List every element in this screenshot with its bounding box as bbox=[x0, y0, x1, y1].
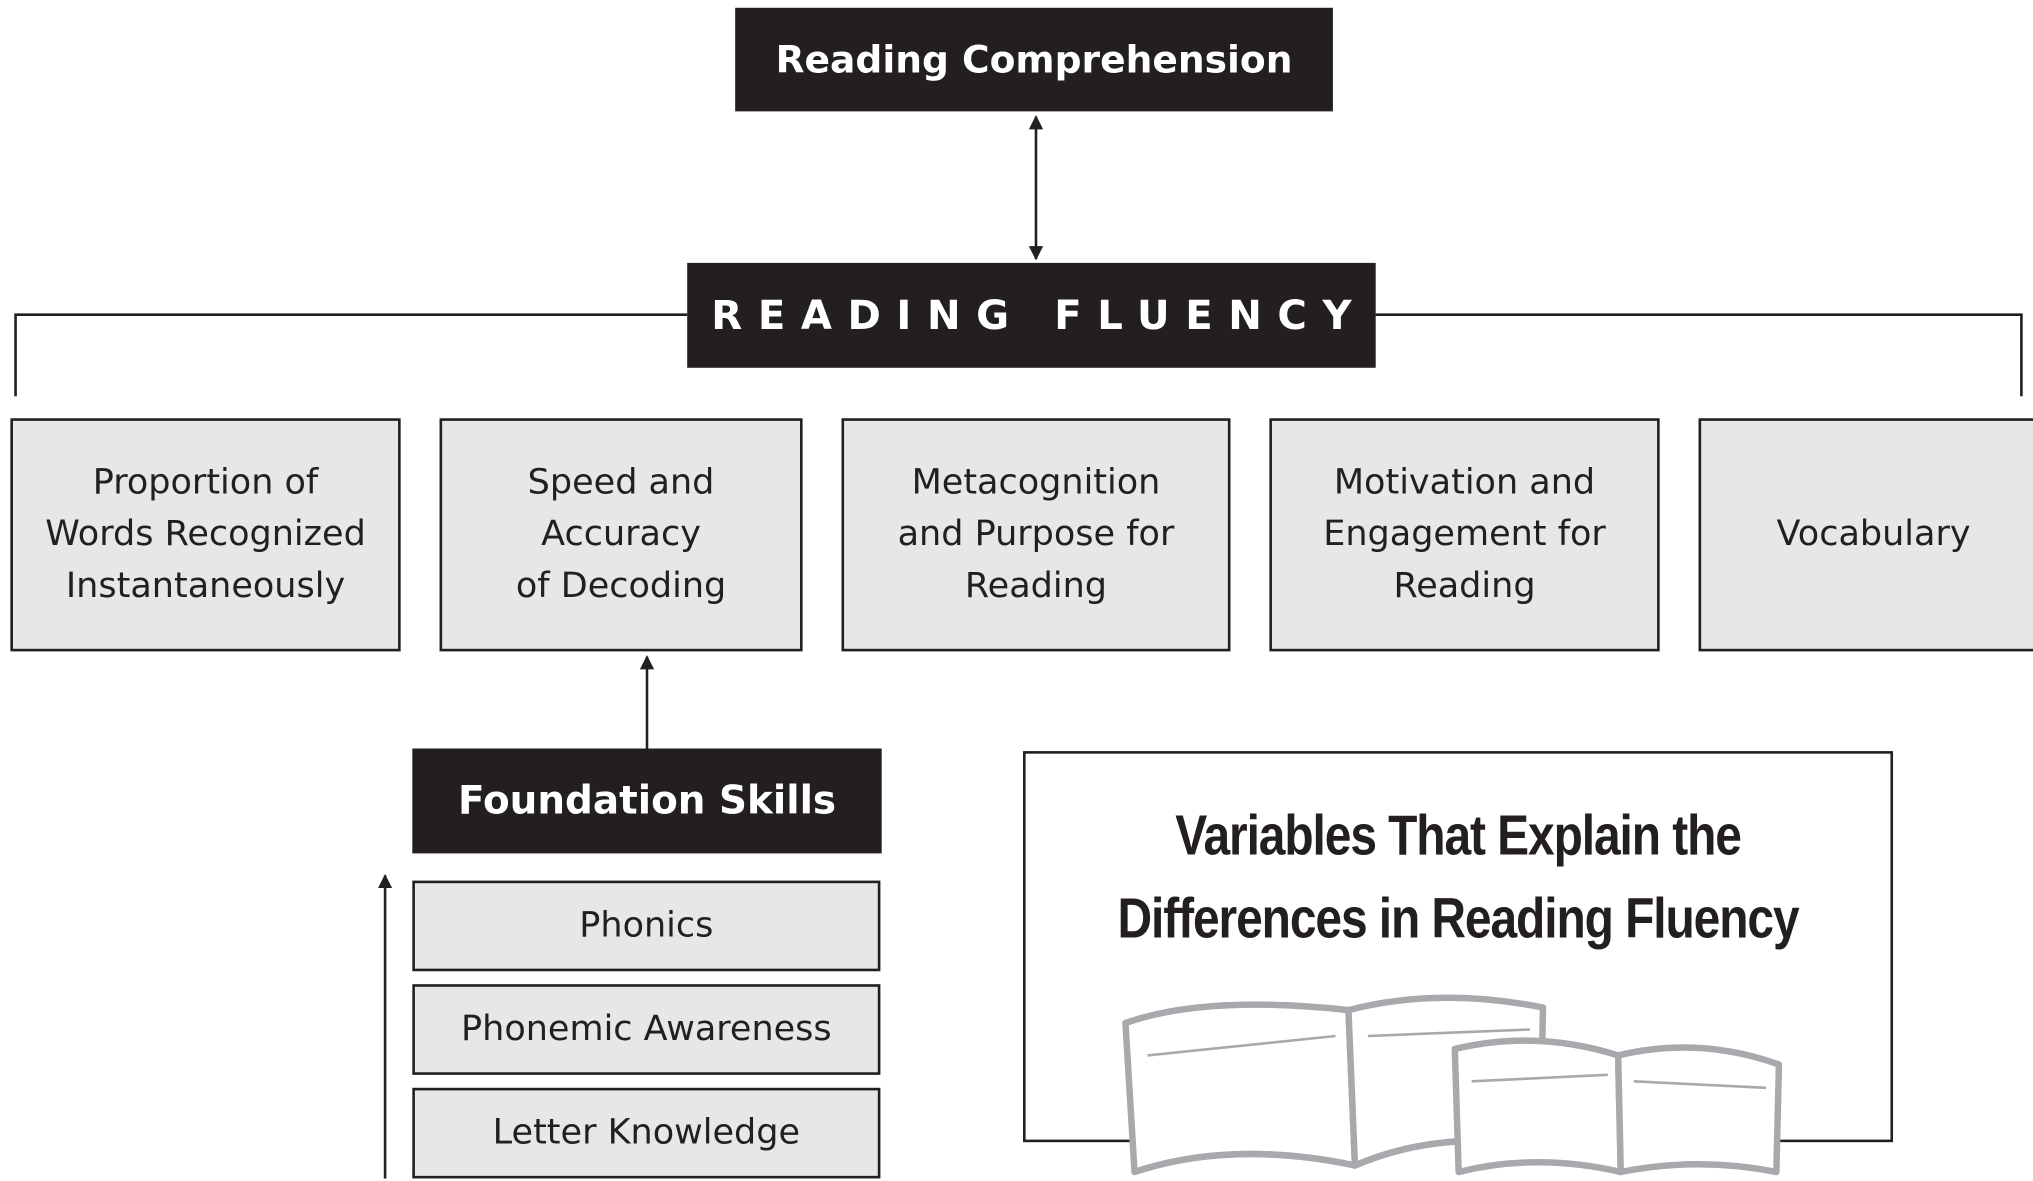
foundation-skills-label: Foundation Skills bbox=[457, 778, 837, 824]
title-box: Variables That Explain the Differences i… bbox=[1023, 751, 1894, 1143]
variable-box-vocabulary: Vocabulary bbox=[1698, 418, 2033, 652]
variable-label: Metacognition and Purpose for Reading bbox=[897, 462, 1175, 607]
variable-label: Vocabulary bbox=[1776, 514, 1971, 555]
variable-box-decoding: Speed and Accuracy of Decoding bbox=[439, 418, 803, 652]
variable-label: Motivation and Engagement for Reading bbox=[1323, 462, 1606, 607]
reading-comprehension-box: Reading Comprehension bbox=[735, 7, 1333, 112]
reading-fluency-box: READING FLUENCY bbox=[687, 262, 1376, 368]
variable-label: Proportion of Words Recognized Instantan… bbox=[45, 462, 366, 607]
reading-fluency-label: READING FLUENCY bbox=[711, 292, 1368, 339]
skill-box-phonemic-awareness: Phonemic Awareness bbox=[412, 984, 881, 1075]
skill-label: Letter Knowledge bbox=[492, 1112, 801, 1153]
left-bracket bbox=[14, 313, 688, 397]
skill-box-phonics: Phonics bbox=[412, 880, 881, 972]
figure-title: Variables That Explain the Differences i… bbox=[1117, 804, 1800, 951]
variable-label: Speed and Accuracy of Decoding bbox=[515, 462, 727, 607]
variable-box-motivation: Motivation and Engagement for Reading bbox=[1269, 418, 1660, 652]
variable-box-metacognition: Metacognition and Purpose for Reading bbox=[841, 418, 1231, 652]
reading-comprehension-label: Reading Comprehension bbox=[775, 37, 1293, 82]
skill-box-letter-knowledge: Letter Knowledge bbox=[412, 1087, 881, 1179]
skill-label: Phonemic Awareness bbox=[461, 1008, 832, 1049]
skill-label: Phonics bbox=[579, 905, 714, 946]
foundation-skills-box: Foundation Skills bbox=[412, 748, 882, 854]
variable-box-word-recognition: Proportion of Words Recognized Instantan… bbox=[10, 418, 401, 652]
right-bracket bbox=[1375, 313, 2023, 397]
